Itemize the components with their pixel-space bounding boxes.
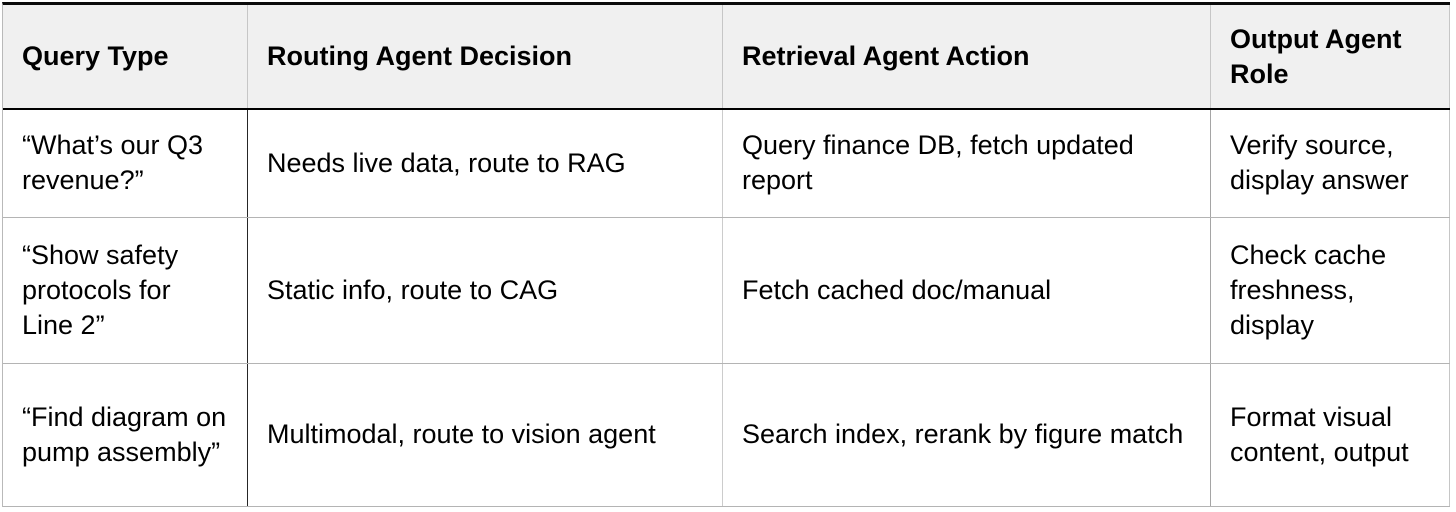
column-header-query-type: Query Type [3, 5, 248, 108]
cell-text: Needs live data, route to RAG [267, 147, 626, 178]
column-header-label: Output Agent Role [1230, 23, 1402, 89]
cell-text: Query finance DB, fetch updated report [742, 130, 1134, 196]
cell-text: Verify source, display answer [1230, 130, 1409, 196]
table-cell-output-role: Verify source, display answer [1211, 110, 1450, 217]
table-row: “Show safety protocols for Line 2” Stati… [3, 217, 1450, 364]
cell-text: “Find diagram on pump assembly” [22, 401, 227, 467]
column-header-routing-agent-decision: Routing Agent Decision [248, 5, 723, 108]
table-cell-query-type: “What’s our Q3 revenue?” [3, 110, 248, 217]
table-cell-routing-decision: Static info, route to CAG [248, 217, 723, 363]
table-header-row: Query Type Routing Agent Decision Retrie… [3, 5, 1450, 110]
table-cell-retrieval-action: Fetch cached doc/manual [723, 217, 1211, 363]
column-header-label: Routing Agent Decision [267, 41, 572, 71]
table-cell-output-role: Check cache freshness, display [1211, 217, 1450, 363]
column-header-retrieval-agent-action: Retrieval Agent Action [723, 5, 1211, 108]
cell-text: Check cache freshness, display [1230, 239, 1387, 340]
table-row: “Find diagram on pump assembly” Multimod… [3, 364, 1450, 507]
column-header-label: Retrieval Agent Action [742, 41, 1030, 71]
table-cell-retrieval-action: Query finance DB, fetch updated report [723, 110, 1211, 217]
table-cell-query-type: “Find diagram on pump assembly” [3, 364, 248, 506]
cell-text: Multimodal, route to vision agent [267, 419, 656, 450]
cell-text: “Show safety protocols for Line 2” [22, 239, 179, 340]
table-cell-query-type: “Show safety protocols for Line 2” [3, 217, 248, 363]
column-header-output-agent-role: Output Agent Role [1211, 5, 1450, 108]
table-cell-routing-decision: Multimodal, route to vision agent [248, 364, 723, 506]
table-cell-output-role: Format visual content, output [1211, 364, 1450, 506]
cell-text: “What’s our Q3 revenue?” [22, 130, 204, 196]
table-cell-routing-decision: Needs live data, route to RAG [248, 110, 723, 217]
cell-text: Search index, rerank by figure match [742, 419, 1184, 450]
table-row: “What’s our Q3 revenue?” Needs live data… [3, 110, 1450, 218]
column-header-label: Query Type [22, 41, 169, 71]
cell-text: Static info, route to CAG [267, 274, 559, 305]
table-cell-retrieval-action: Search index, rerank by figure match [723, 364, 1211, 506]
cell-text: Format visual content, output [1230, 401, 1409, 467]
cell-text: Fetch cached doc/manual [742, 274, 1052, 305]
